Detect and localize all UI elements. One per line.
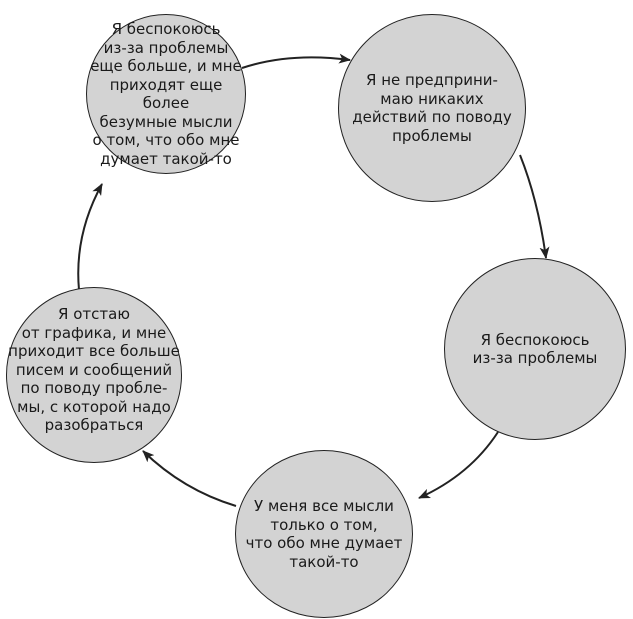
- arrow-worry-more-to-no-action: [241, 53, 351, 69]
- node-no-action: Я не предприни- маю никаких действий по …: [338, 14, 526, 202]
- node-worry-more-text: Я беспокоюсь из-за проблемы еще больше, …: [90, 20, 242, 168]
- arrow-thoughts-to-falling-behind: [142, 450, 237, 507]
- node-thoughts: У меня все мысли только о том, что обо м…: [235, 450, 413, 618]
- node-falling-behind: Я отстаю от графика, и мне приходит все …: [6, 287, 182, 463]
- node-falling-behind-text: Я отстаю от графика, и мне приходит все …: [8, 305, 180, 435]
- arrow-worry-to-thoughts: [418, 431, 499, 499]
- node-worry-text: Я беспокоюсь из-за проблемы: [472, 330, 598, 368]
- arrow-falling-behind-to-worry-more: [77, 183, 103, 291]
- node-no-action-text: Я не предприни- маю никаких действий по …: [352, 71, 512, 145]
- node-worry: Я беспокоюсь из-за проблемы: [444, 258, 626, 440]
- node-worry-more: Я беспокоюсь из-за проблемы еще больше, …: [86, 14, 246, 174]
- node-thoughts-text: У меня все мысли только о том, что обо м…: [245, 497, 403, 571]
- arrow-no-action-to-worry: [519, 154, 550, 259]
